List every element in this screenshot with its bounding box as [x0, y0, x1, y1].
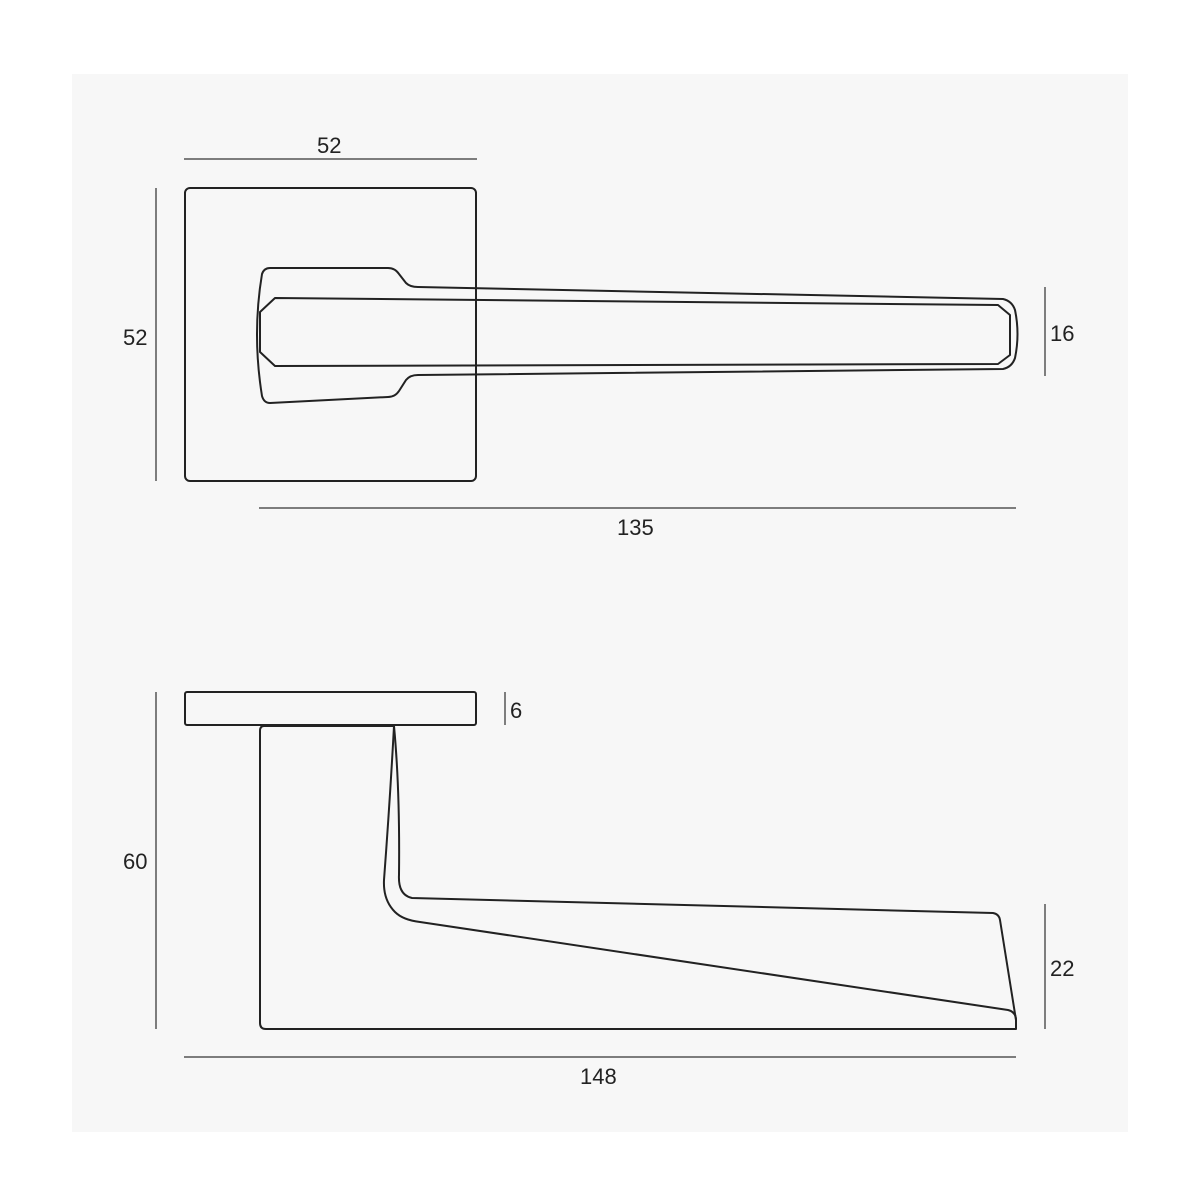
- drawing-panel: [72, 74, 1128, 1132]
- dim-label-total-height: 60: [123, 849, 148, 874]
- side-view-lever-inner-contour: [393, 725, 1017, 1021]
- top-view: [184, 187, 1019, 482]
- dim-label-lever-thickness: 16: [1050, 321, 1075, 346]
- top-view-lever-outline: [256, 267, 1019, 404]
- dim-label-total-length: 148: [580, 1064, 617, 1089]
- dim-label-rose-height: 52: [123, 325, 148, 350]
- dimension-lines: [155, 158, 1046, 1058]
- side-view-rose-plate: [184, 691, 477, 726]
- top-view-rose-outline: [184, 187, 477, 482]
- dim-label-rose-width: 52: [317, 133, 342, 158]
- side-view-lever-body: [259, 725, 1017, 1030]
- top-view-lever-facet: [259, 297, 1011, 367]
- side-view: [184, 691, 1017, 1030]
- dim-label-rose-thickness: 6: [510, 698, 523, 723]
- dim-label-lever-tip-height: 22: [1050, 956, 1075, 981]
- dim-label-lever-length: 135: [617, 515, 654, 540]
